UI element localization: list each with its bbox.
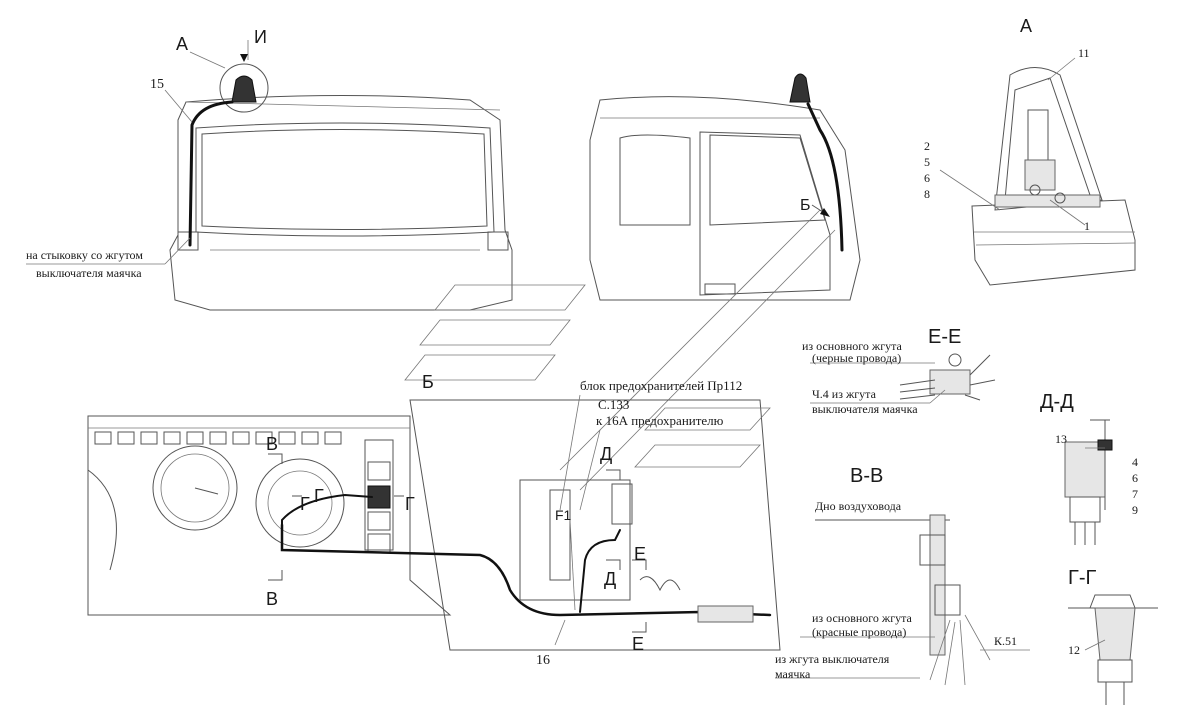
label-e-top: Е	[634, 544, 646, 564]
section-vv	[815, 514, 991, 686]
cab-front-view	[169, 94, 513, 311]
label-g-right: Г	[405, 494, 415, 514]
harness-15-side	[806, 102, 844, 252]
label-i: И	[254, 27, 267, 47]
note-switch-harness-2: маячка	[775, 667, 811, 681]
section-markers	[268, 453, 647, 633]
view-arrows	[240, 54, 830, 217]
callout-1: 1	[1084, 219, 1090, 233]
note-duct-bottom: Дно воздуховода	[815, 499, 902, 513]
callout-2: 2	[924, 139, 930, 153]
callout-15: 15	[150, 77, 164, 92]
note-harness-joint-1: на стыковку со жгутом	[26, 248, 143, 262]
label-b-arrow: Б	[800, 197, 811, 214]
label-v-bottom: В	[266, 589, 278, 609]
arrow-i-icon	[240, 54, 248, 62]
note-main-red-2: (красные провода)	[812, 625, 906, 639]
note-harness-joint-2: выключателя маячка	[36, 266, 142, 280]
callout-13: 13	[1055, 432, 1067, 446]
callout-5: 5	[924, 155, 930, 169]
note-main-red-1: из основного жгута	[812, 611, 913, 625]
callout-16: 16	[536, 653, 550, 668]
note-main-black-1: из основного жгута	[802, 339, 903, 353]
callout-11: 11	[1078, 46, 1090, 60]
callout-numbers: 15 16 11 2 5 6 8 1 13 4 6 7 9 12 К.51	[150, 46, 1138, 668]
note-main-black-2: (черные провода)	[812, 351, 901, 365]
label-a: А	[176, 34, 188, 54]
harness-16	[280, 523, 772, 617]
label-a-detail: А	[1020, 16, 1032, 36]
title-gg: Г-Г	[1068, 567, 1096, 589]
label-f1: F1	[555, 507, 572, 523]
note-ch4-1: Ч.4 из жгута	[812, 387, 877, 401]
label-v-top: В	[266, 434, 278, 454]
callout-12: 12	[1068, 643, 1080, 657]
arrow-b-icon	[820, 208, 830, 217]
detail-a	[971, 67, 1136, 286]
callout-4: 4	[1132, 455, 1138, 469]
leader-lines	[26, 40, 1106, 679]
title-dd: Д-Д	[1040, 391, 1074, 413]
callout-6: 6	[924, 171, 930, 185]
note-c133-1: С.133	[598, 397, 629, 412]
note-ch4-2: выключателя маячка	[812, 402, 918, 416]
note-c133-2: к 16А предохранителю	[596, 413, 724, 428]
dashboard-button-row	[94, 431, 342, 445]
title-ee: Е-Е	[928, 326, 961, 348]
section-ee	[899, 353, 996, 401]
section-gg	[1068, 594, 1158, 705]
callout-7: 7	[1132, 487, 1138, 501]
projection-lines	[559, 209, 836, 491]
center-console	[409, 399, 781, 651]
beacon-front	[219, 63, 269, 113]
callout-k51: К.51	[994, 634, 1017, 648]
note-switch-harness-1: из жгута выключателя	[775, 652, 890, 666]
label-g-left: Г	[300, 494, 310, 514]
iso-panels	[404, 284, 771, 468]
callout-9: 9	[1132, 503, 1138, 517]
harness-16-branch	[281, 493, 373, 546]
label-d-top: Д	[600, 444, 612, 464]
view-labels: А И А Б Б В В Г Г Г Д Д Е Е Е-Е Д-Д В-В …	[176, 16, 1096, 654]
note-fuse-block: блок предохранителей Пр112	[580, 378, 742, 393]
callout-6b: 6	[1132, 471, 1138, 485]
connector-16	[697, 605, 754, 623]
dashboard	[87, 415, 452, 616]
harness-15-front	[188, 100, 234, 247]
speedometer-gauge	[152, 445, 238, 531]
cab-side-view	[589, 73, 861, 301]
label-g-mid: Г	[314, 486, 324, 506]
round-panel	[255, 458, 345, 548]
title-vv: В-В	[850, 465, 883, 487]
label-d-bottom: Д	[604, 569, 616, 589]
callout-8: 8	[924, 187, 930, 201]
label-b: Б	[422, 372, 434, 392]
annotation-notes: на стыковку со жгутом выключателя маячка…	[26, 248, 918, 681]
relay-d	[611, 483, 633, 525]
label-e-bottom: Е	[632, 634, 644, 654]
section-dd	[1064, 419, 1113, 545]
harness-16-relay-branch	[579, 529, 621, 613]
